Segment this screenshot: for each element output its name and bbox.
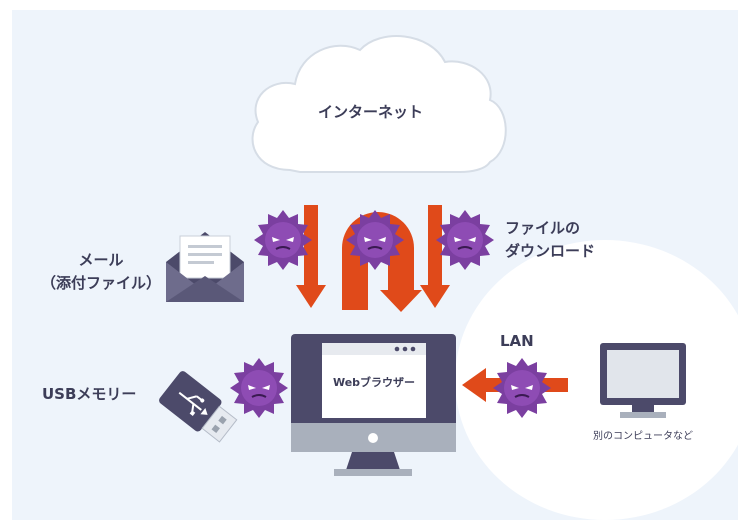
download-label-line2: ダウンロード — [505, 242, 596, 260]
computer-monitor-icon — [600, 343, 686, 418]
cloud-icon — [251, 35, 507, 173]
mail-label: メール （添付ファイル） — [36, 249, 166, 295]
download-label-line1: ファイルの — [505, 219, 581, 237]
usb-drive-icon — [159, 371, 238, 443]
internet-label: インターネット — [318, 103, 424, 121]
download-label: ファイルの ダウンロード — [505, 217, 595, 263]
envelope-icon — [166, 232, 244, 302]
lan-label: LAN — [500, 332, 534, 350]
other-computer-label: 別のコンピュータなど — [593, 431, 693, 442]
mail-label-line2: （添付ファイル） — [40, 274, 161, 292]
browser-label: Webブラウザー — [332, 376, 416, 389]
desktop-monitor-icon — [291, 334, 456, 476]
mail-label-line1: メール — [78, 251, 124, 269]
usb-label: USBメモリー — [42, 385, 137, 403]
